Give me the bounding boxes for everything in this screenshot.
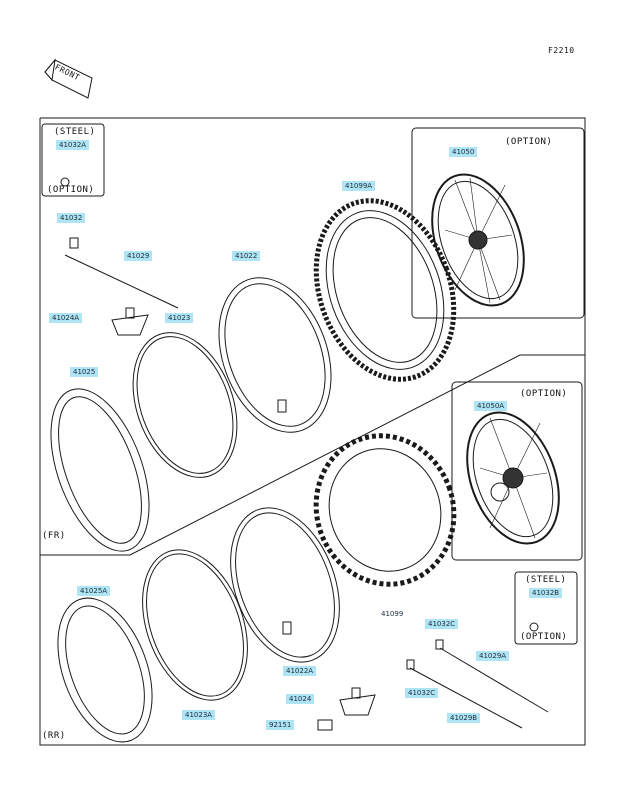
rim-lock-part	[339, 694, 376, 716]
valve-cap-part	[317, 719, 333, 731]
nipple-part	[69, 237, 79, 249]
part-label-41025: 41025	[70, 367, 99, 377]
part-label-92151: 92151	[266, 720, 295, 730]
option-note-rear-wheel: (OPTION)	[520, 389, 568, 399]
rear-rim-band-part	[142, 549, 248, 701]
valve-cap-icon	[60, 177, 70, 187]
part-label-41050A: 41050A	[474, 401, 508, 411]
front-rim-part	[50, 388, 150, 552]
part-label-41022: 41022	[232, 251, 261, 261]
spoke-part	[409, 667, 523, 729]
part-label-41023A: 41023A	[182, 710, 216, 720]
steel-option-box-rear	[514, 571, 578, 645]
part-label-41050: 41050	[449, 147, 478, 157]
option-note-front-wheel: (OPTION)	[505, 137, 553, 147]
section-front: (FR)	[42, 531, 66, 541]
page-code: F2210	[548, 46, 575, 55]
front-wheel-part	[431, 173, 525, 307]
part-label-41029A: 41029A	[476, 651, 510, 661]
rear-frame	[39, 350, 586, 746]
option-box-rear-wheel	[451, 381, 583, 561]
part-label-41022A: 41022A	[283, 666, 317, 676]
part-label-41025A: 41025A	[77, 586, 111, 596]
rim-lock-part	[111, 314, 149, 336]
front-tube-part	[218, 277, 332, 433]
part-label-41024: 41024	[286, 694, 315, 704]
rear-wheel-part	[466, 411, 560, 545]
divider-line	[40, 354, 585, 556]
front-arrow-icon	[44, 58, 93, 99]
steel-note-rear: (STEEL)	[525, 575, 567, 585]
rear-tire-part	[313, 433, 457, 587]
section-rear: (RR)	[42, 731, 66, 741]
spoke-part	[64, 254, 179, 309]
spoke-part	[439, 647, 549, 713]
front-tire-part	[313, 198, 457, 382]
option-box-front-wheel	[411, 127, 585, 319]
part-label-41032: 41032	[57, 213, 86, 223]
steel-option-box-front	[41, 123, 105, 197]
rear-rim-part	[57, 597, 153, 743]
part-label-41099A: 41099A	[342, 181, 376, 191]
part-label-41032C-upper: 41032C	[425, 619, 459, 629]
upper-frame	[40, 117, 586, 350]
part-label-41024A: 41024A	[49, 313, 83, 323]
part-label-41023: 41023	[165, 313, 194, 323]
part-label-41029B: 41029B	[447, 713, 481, 723]
option-note-rear: (OPTION)	[520, 632, 568, 642]
steel-note: (STEEL)	[54, 127, 96, 137]
part-label-41029: 41029	[124, 251, 153, 261]
rear-tube-part	[230, 507, 340, 663]
part-label-41099: 41099	[381, 610, 404, 618]
option-note: (OPTION)	[47, 185, 95, 195]
part-label-41032C-lower: 41032C	[405, 688, 439, 698]
front-rim-band-part	[132, 332, 238, 478]
part-label-41032B: 41032B	[529, 588, 563, 598]
part-label-41032A: 41032A	[56, 140, 90, 150]
valve-cap-icon	[529, 622, 539, 632]
